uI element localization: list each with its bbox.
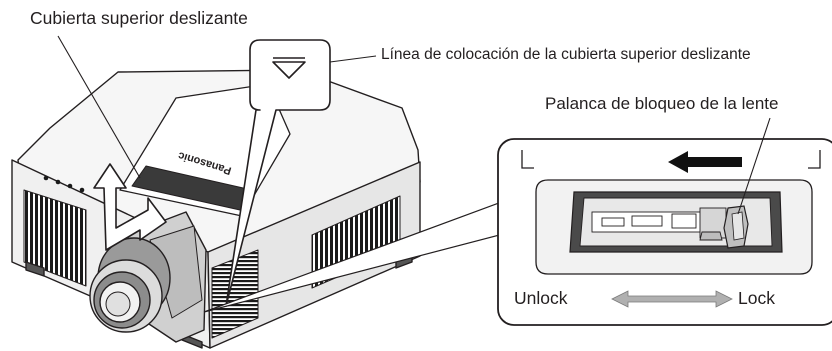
unlock-direction-arrow-icon [668,151,742,173]
projector-illustration: Panasonic [11,39,421,349]
label-lock: Lock [738,288,775,308]
callout-bubble [225,39,331,307]
lens-glass-icon [105,291,131,317]
label-unlock: Unlock [514,288,568,308]
label-lens-lock-lever: Palanca de bloqueo de la lente [545,94,779,113]
leader-line-lever [737,117,771,215]
slide-direction-arrow-icon [93,163,167,251]
detail-callout-box [497,117,832,326]
leader-line-cover [57,35,141,179]
front-right-vent-icon [211,249,259,339]
projector-foot-icon [25,261,45,277]
leader-line-position [329,55,377,63]
triangle-marker-icon [272,61,306,79]
lock-mechanism-icon [591,207,727,241]
label-cover-position-line: Línea de colocación de la cubierta super… [381,46,751,63]
label-sliding-top-cover: Cubierta superior deslizante [30,8,248,28]
unlock-lock-double-arrow-icon [611,290,733,308]
indicator-leds-icon [43,175,85,193]
front-vent-icon [23,189,87,287]
